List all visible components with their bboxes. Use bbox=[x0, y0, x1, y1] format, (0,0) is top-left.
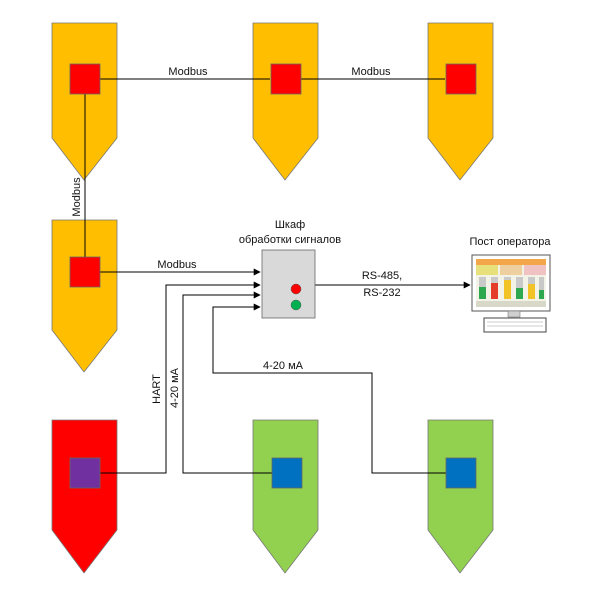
tank-top-middle bbox=[252, 22, 319, 181]
operator-monitor bbox=[471, 254, 551, 333]
cabinet-indicator-green bbox=[290, 299, 302, 311]
cabinet-indicator-red bbox=[290, 283, 302, 295]
label-rs-line2: RS-232 bbox=[363, 287, 400, 299]
tank-bottom-middle bbox=[252, 419, 319, 574]
sensor-bottom-hart bbox=[69, 457, 101, 489]
label-modbus-mid: Modbus bbox=[157, 259, 197, 271]
tank-bottom-right bbox=[427, 419, 494, 574]
sensor-top-middle bbox=[270, 63, 302, 95]
label-modbus-top-left: Modbus bbox=[168, 66, 208, 78]
sensor-middle-left bbox=[69, 256, 101, 288]
cabinet bbox=[261, 249, 316, 319]
label-ma-horizontal: 4-20 мА bbox=[263, 360, 304, 372]
label-cabinet-line1: Шкаф bbox=[275, 219, 305, 231]
label-hart: HART bbox=[151, 374, 163, 404]
tank-bottom-hart bbox=[51, 419, 118, 574]
sensor-top-left bbox=[69, 63, 101, 95]
label-rs-line1: RS-485, bbox=[362, 270, 402, 282]
tank-top-right bbox=[427, 22, 494, 181]
label-operator: Пост оператора bbox=[469, 236, 551, 248]
tank-middle-left bbox=[51, 219, 118, 373]
label-modbus-top-right: Modbus bbox=[351, 66, 391, 78]
label-modbus-vertical: Modbus bbox=[71, 177, 83, 217]
ma-line-right bbox=[212, 303, 446, 474]
sensor-top-right bbox=[445, 63, 477, 95]
label-cabinet-line2: обработки сигналов bbox=[239, 234, 341, 246]
sensor-bottom-middle bbox=[271, 457, 303, 489]
sensor-bottom-right bbox=[445, 457, 477, 489]
ma-line-middle bbox=[182, 291, 273, 474]
hart-line bbox=[100, 281, 261, 474]
label-ma-vertical: 4-20 мА bbox=[169, 367, 181, 408]
